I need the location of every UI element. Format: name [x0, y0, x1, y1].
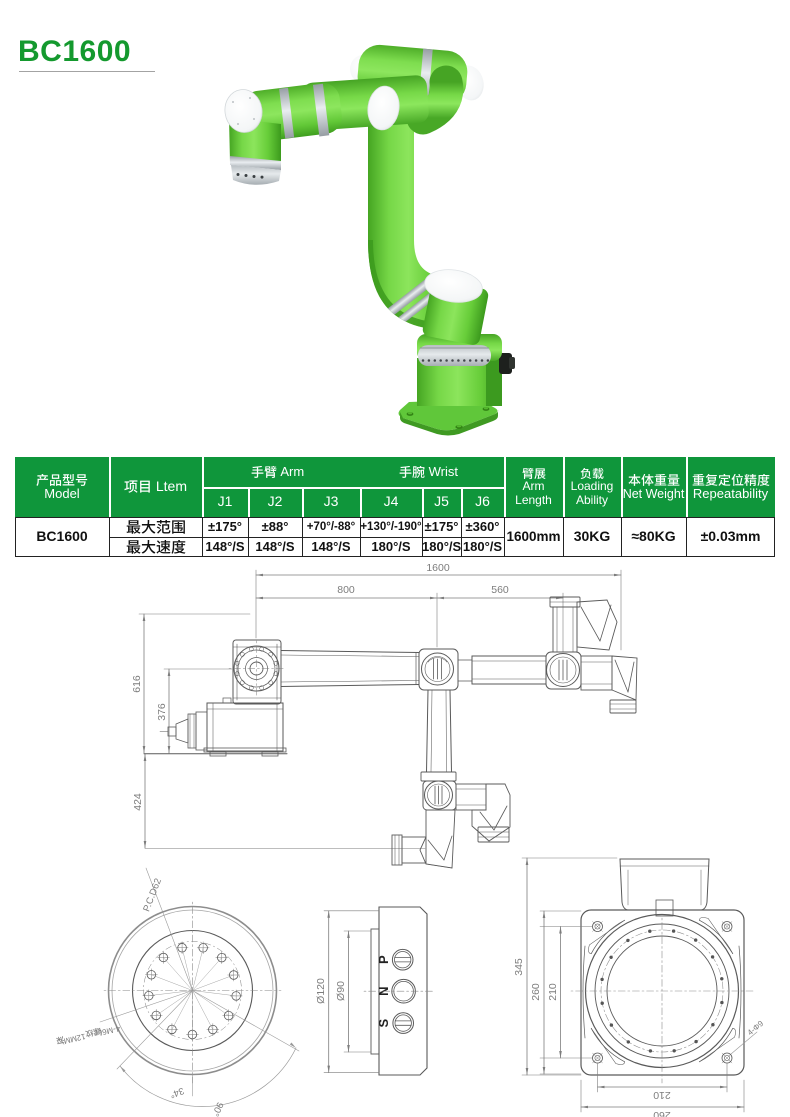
svg-text:S: S — [376, 1018, 391, 1027]
svg-text:376: 376 — [156, 703, 168, 721]
svg-text:260: 260 — [653, 1109, 671, 1117]
svg-text:4-M6(: 4-M6( — [98, 1024, 121, 1038]
svg-text:12MM): 12MM) — [60, 1032, 87, 1046]
svg-text:616: 616 — [131, 675, 143, 693]
svg-text:560: 560 — [491, 584, 509, 596]
svg-text:Ø120: Ø120 — [315, 978, 327, 1004]
svg-text:P.C.D62: P.C.D62 — [141, 877, 164, 913]
svg-text:345: 345 — [513, 958, 525, 976]
svg-text:210: 210 — [653, 1089, 671, 1101]
svg-text:210: 210 — [547, 983, 559, 1001]
svg-text:34°: 34° — [168, 1085, 185, 1100]
svg-text:424: 424 — [132, 793, 144, 811]
svg-text:P: P — [376, 955, 391, 964]
svg-text:800: 800 — [337, 584, 355, 596]
svg-text:260: 260 — [530, 983, 542, 1001]
svg-text:4-Φ9: 4-Φ9 — [746, 1019, 766, 1038]
svg-text:1600: 1600 — [426, 562, 450, 574]
svg-text:Ø90: Ø90 — [335, 981, 347, 1001]
svg-text:90°: 90° — [209, 1100, 225, 1117]
